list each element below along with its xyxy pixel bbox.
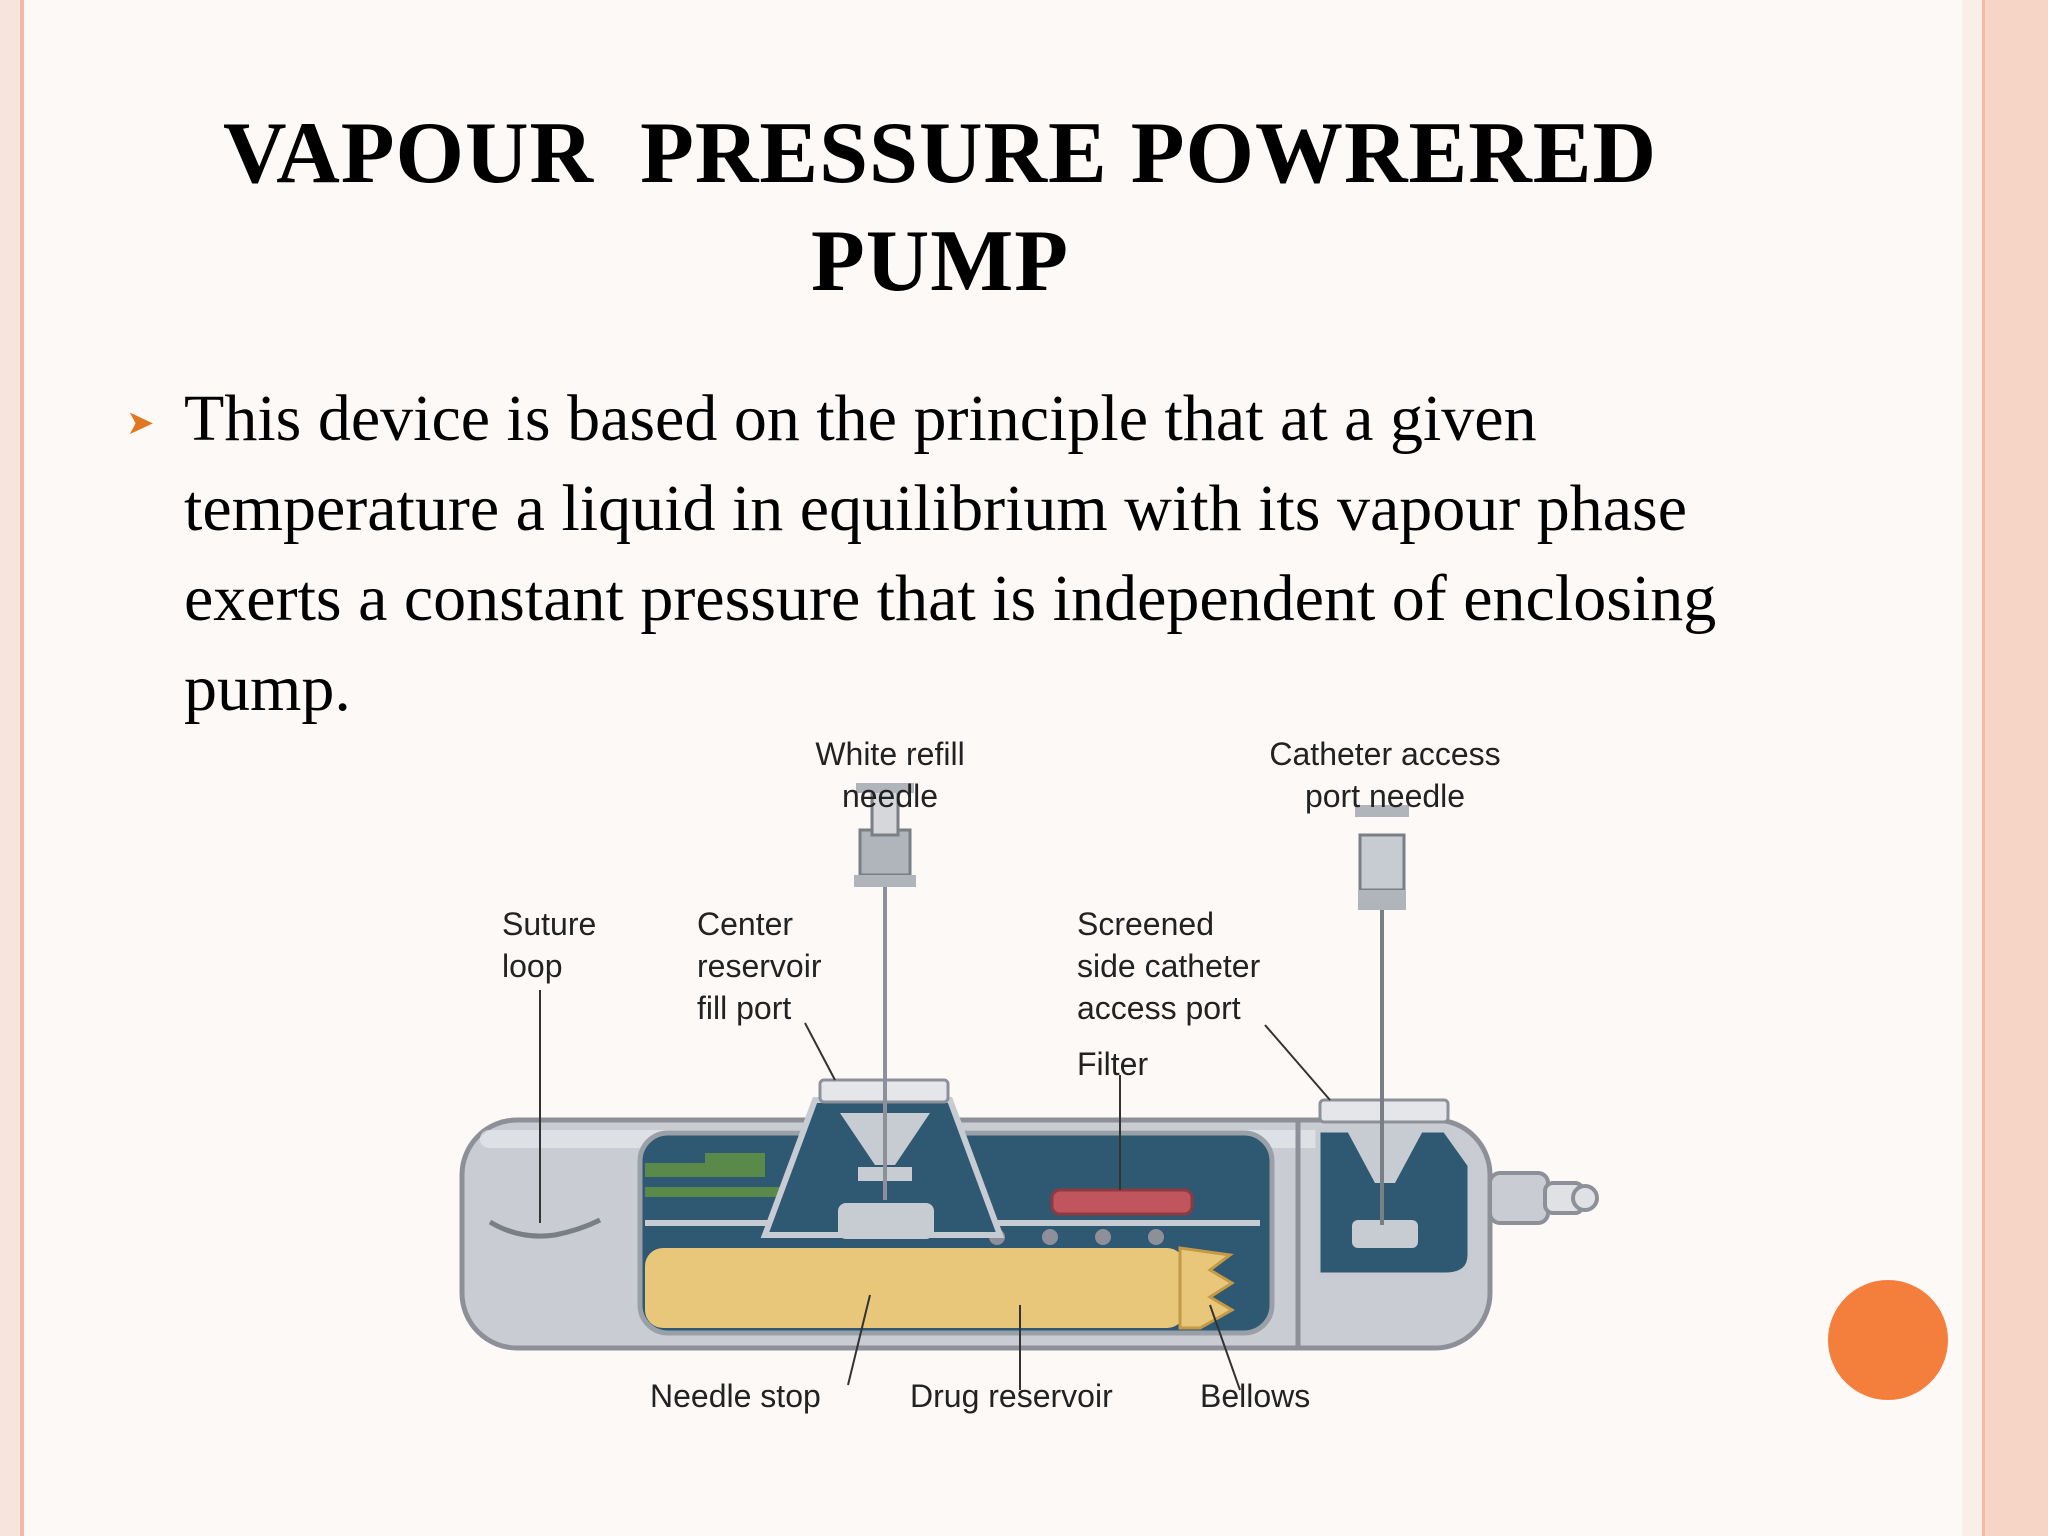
outlet-nozzle — [1488, 1171, 1550, 1225]
slide-title: VAPOUR PRESSURE POWRERED PUMP — [140, 100, 1740, 316]
right-border-band — [1962, 0, 1985, 1536]
label-center-3: fill port — [697, 990, 791, 1026]
label-catheter-needle-2: port needle — [1305, 778, 1465, 814]
label-center-1: Center — [697, 906, 793, 942]
label-screened-2: side catheter — [1077, 948, 1261, 984]
green-board-2 — [705, 1153, 765, 1177]
leader-lines — [539, 990, 1331, 1391]
label-bellows: Bellows — [1200, 1378, 1310, 1414]
suture-loop-shape — [488, 1217, 602, 1239]
label-screened-3: access port — [1077, 990, 1241, 1026]
title-line-2: PUMP — [810, 213, 1070, 310]
bullet-arrow-icon: ➤ — [126, 403, 155, 443]
catheter-access-needle — [1355, 805, 1409, 1225]
white-refill-needle — [854, 783, 916, 1200]
drug-reservoir-shape — [645, 1248, 1185, 1328]
label-needle-stop: Needle stop — [650, 1378, 821, 1414]
green-board-3 — [645, 1187, 805, 1197]
label-white-refill-2: needle — [842, 778, 938, 814]
label-drug-reservoir: Drug reservoir — [910, 1378, 1113, 1414]
green-board-1 — [645, 1163, 705, 1177]
bellows-shape — [1178, 1246, 1236, 1330]
right-border-band-outer — [1985, 0, 2048, 1536]
label-filter: Filter — [1077, 1046, 1148, 1082]
label-suture-2: loop — [502, 948, 563, 984]
label-center-2: reservoir — [697, 948, 822, 984]
title-line-1: VAPOUR PRESSURE POWRERED — [223, 105, 1657, 202]
side-port-base — [1352, 1220, 1418, 1248]
side-port-funnel — [1345, 1127, 1425, 1183]
label-screened-1: Screened — [1077, 906, 1214, 942]
bullet-text: This device is based on the principle th… — [184, 382, 1717, 725]
outlet-end — [1571, 1184, 1599, 1212]
label-suture-1: Suture — [502, 906, 596, 942]
label-white-refill-1: White refill — [815, 736, 964, 772]
decorative-orange-circle — [1828, 1280, 1948, 1400]
filter-shape — [1050, 1188, 1194, 1216]
needle-stop-base — [838, 1203, 934, 1239]
pump-diagram: White refill needle Catheter access port… — [459, 736, 1599, 1414]
label-catheter-needle-1: Catheter access — [1269, 736, 1500, 772]
